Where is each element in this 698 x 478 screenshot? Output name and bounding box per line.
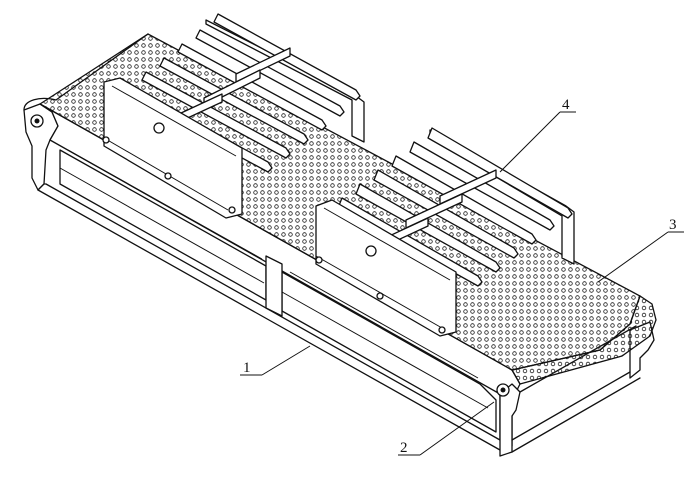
right-front-plate xyxy=(315,199,457,337)
right-knob xyxy=(365,245,377,257)
leader-4 xyxy=(499,111,576,173)
middle-leg xyxy=(265,255,283,317)
belt-end-curve xyxy=(511,294,657,385)
left-front-plate xyxy=(103,77,243,219)
left-knob xyxy=(153,122,165,134)
right-end-plate xyxy=(499,383,521,457)
leader-2 xyxy=(398,401,495,456)
right-rollers xyxy=(337,127,573,287)
callouts: 1 2 3 4 xyxy=(240,97,684,456)
leader-3 xyxy=(597,231,684,283)
right-deflector xyxy=(315,127,575,337)
label-1: 1 xyxy=(243,360,251,376)
label-3: 3 xyxy=(669,217,677,233)
leader-1 xyxy=(240,345,311,376)
label-4: 4 xyxy=(562,97,570,113)
label-2: 2 xyxy=(400,440,408,456)
left-deflector xyxy=(102,13,365,219)
